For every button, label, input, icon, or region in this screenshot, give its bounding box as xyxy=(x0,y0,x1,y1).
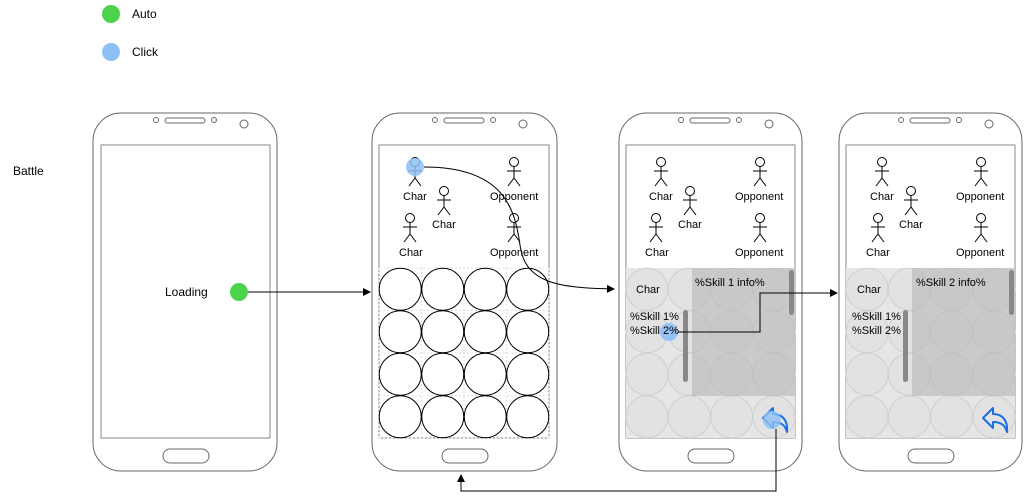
connector-skill xyxy=(678,289,838,333)
char-label: Char xyxy=(870,191,894,203)
grid-cell xyxy=(845,352,889,396)
legend-click-label: Click xyxy=(132,45,158,59)
scrollbar[interactable] xyxy=(683,310,688,382)
opponent-label: Opponent xyxy=(956,247,1005,259)
faded-grid xyxy=(625,267,796,439)
grid-cell[interactable] xyxy=(421,352,465,396)
skill-2-item[interactable]: %Skill 2% xyxy=(630,325,679,337)
grid-cell[interactable] xyxy=(421,267,465,311)
click-dot-icon xyxy=(406,158,424,176)
char-label: Char xyxy=(866,247,890,259)
skill-1-item[interactable]: %Skill 1% xyxy=(630,311,679,323)
connector-back xyxy=(457,429,777,492)
panel-char-label: Char xyxy=(857,284,881,296)
skill-2-item[interactable]: %Skill 2% xyxy=(852,325,901,337)
auto-dot-icon xyxy=(230,283,248,301)
click-dot-icon xyxy=(763,411,781,429)
char-label: Char xyxy=(899,219,923,231)
opponent-label: Opponent xyxy=(490,247,539,259)
grid-cell[interactable] xyxy=(378,352,422,396)
char-label: Char xyxy=(399,247,423,259)
opponent-label: Opponent xyxy=(735,247,784,259)
connector-click-char xyxy=(423,166,615,293)
char-label: Char xyxy=(403,191,427,203)
legend-auto-label: Auto xyxy=(132,7,157,21)
grid-cell xyxy=(625,352,669,396)
grid-cell xyxy=(930,395,974,439)
grid-cell[interactable] xyxy=(463,395,507,439)
skill-info-label: %Skill 2 info% xyxy=(916,277,986,289)
grid-cell[interactable] xyxy=(463,267,507,311)
grid-cell[interactable] xyxy=(421,310,465,354)
click-dot-icon xyxy=(102,43,120,61)
loading-label: Loading xyxy=(165,285,208,299)
char-label: Char xyxy=(432,219,456,231)
char-label: Char xyxy=(649,191,673,203)
skill-1-item[interactable]: %Skill 1% xyxy=(852,311,901,323)
skill-info-panel xyxy=(912,268,1015,396)
circle-grid xyxy=(378,267,550,439)
row-label: Battle xyxy=(13,164,44,178)
grid-cell xyxy=(710,395,754,439)
grid-cell[interactable] xyxy=(421,395,465,439)
grid-cell[interactable] xyxy=(506,352,550,396)
grid-cell[interactable] xyxy=(506,310,550,354)
char-label: Char xyxy=(678,219,702,231)
auto-dot-icon xyxy=(102,5,120,23)
grid-cell[interactable] xyxy=(506,267,550,311)
grid-cell xyxy=(887,395,931,439)
grid-cell[interactable] xyxy=(463,352,507,396)
grid-cell[interactable] xyxy=(463,310,507,354)
panel-char-label: Char xyxy=(636,284,660,296)
grid-cell xyxy=(972,395,1016,439)
faded-grid xyxy=(845,267,1016,439)
grid-cell[interactable] xyxy=(378,310,422,354)
opponent-label: Opponent xyxy=(735,191,784,203)
grid-cell[interactable] xyxy=(378,267,422,311)
scrollbar[interactable] xyxy=(903,310,908,382)
grid-cell[interactable] xyxy=(378,395,422,439)
char-label: Char xyxy=(645,247,669,259)
grid-cell[interactable] xyxy=(506,395,550,439)
grid-cell xyxy=(667,395,711,439)
click-dot-icon xyxy=(660,323,678,341)
skill-info-label: %Skill 1 info% xyxy=(695,277,765,289)
grid-cell xyxy=(845,395,889,439)
grid-cell xyxy=(625,395,669,439)
opponent-label: Opponent xyxy=(490,191,539,203)
opponent-label: Opponent xyxy=(956,191,1005,203)
scrollbar[interactable] xyxy=(1009,270,1014,315)
